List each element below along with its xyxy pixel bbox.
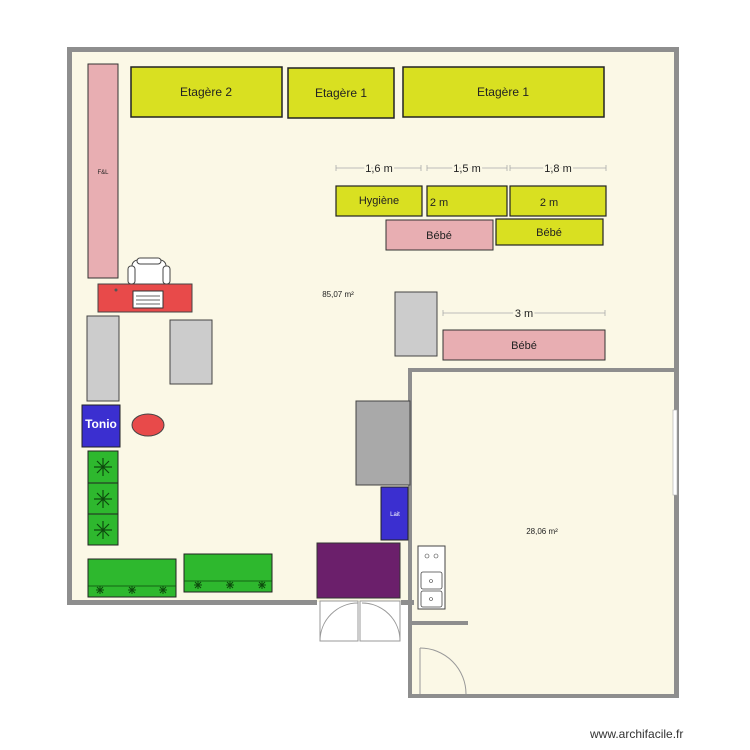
wall-left [67,47,72,605]
wall-bottom-left [67,600,317,605]
entrance-double-door [319,600,401,642]
wall-inner-horizontal [408,368,676,372]
shelf-etagere-1a [287,67,395,119]
desk-dot [114,288,118,292]
red-table [131,413,165,437]
shelf-hygiene [335,185,423,217]
lait-label: Lait [390,512,400,518]
office-chair [127,257,171,287]
shelf-2m-b [509,185,607,217]
shelf-etagere-2-label: Etagère 2 [180,85,232,99]
shelf-etagere-2 [130,66,283,118]
wall-stub [412,621,468,625]
watermark: www.archifacile.fr [590,727,684,741]
shelf-bebe-1-label: Bébé [426,230,452,242]
shelf-etagere-1b [402,66,605,118]
shelf-hygiene-label: Hygiène [359,195,399,207]
double-sink [417,545,446,610]
dimension-label-1: 1,6 m [365,163,393,175]
green-plant-units [87,450,119,546]
window [672,409,678,496]
shelf-bebe-3 [442,329,606,361]
wall-inner-vertical [408,368,412,698]
wall-top [67,47,679,52]
cash-register [132,290,164,309]
shelf-bebe-1 [385,219,494,251]
wall-bottom-right [408,694,679,698]
shelf-bebe-2-label: Bébé [536,227,562,239]
wall-bottom-mid [401,600,414,605]
shelf-2m-a [426,185,508,217]
tonio-label: Tonio [85,417,117,431]
tonio-box [81,404,121,448]
dimension-label-2: 1,5 m [453,163,481,175]
grey-unit-right [394,291,438,357]
shelf-2m-b-label: 2 m [540,197,558,209]
shelf-etagere-1b-label: Etagère 1 [477,85,529,99]
dimension-label-4: 3 m [515,308,533,320]
area-main-label: 85,07 m² [322,290,354,299]
shelf-fl [87,63,119,279]
small-room-door [419,647,467,695]
shelf-fl-label: F&L [97,170,109,176]
small-room-floor [411,370,676,694]
purple-unit [316,542,401,599]
shelf-bebe-2 [495,218,604,246]
shelf-2m-a-label: 2 m [430,197,448,209]
lait-box [380,486,409,541]
dimension-lines [335,165,607,316]
green-bottom-units [87,553,273,598]
grey-unit-center [169,319,213,385]
shelf-bebe-3-label: Bébé [511,340,537,352]
dimension-label-3: 1,8 m [544,163,572,175]
dark-grey-unit [355,400,411,486]
wall-right [674,47,679,697]
shelf-etagere-1a-label: Etagère 1 [315,86,367,100]
area-small-label: 28,06 m² [526,527,558,536]
grey-unit-left [86,315,120,402]
